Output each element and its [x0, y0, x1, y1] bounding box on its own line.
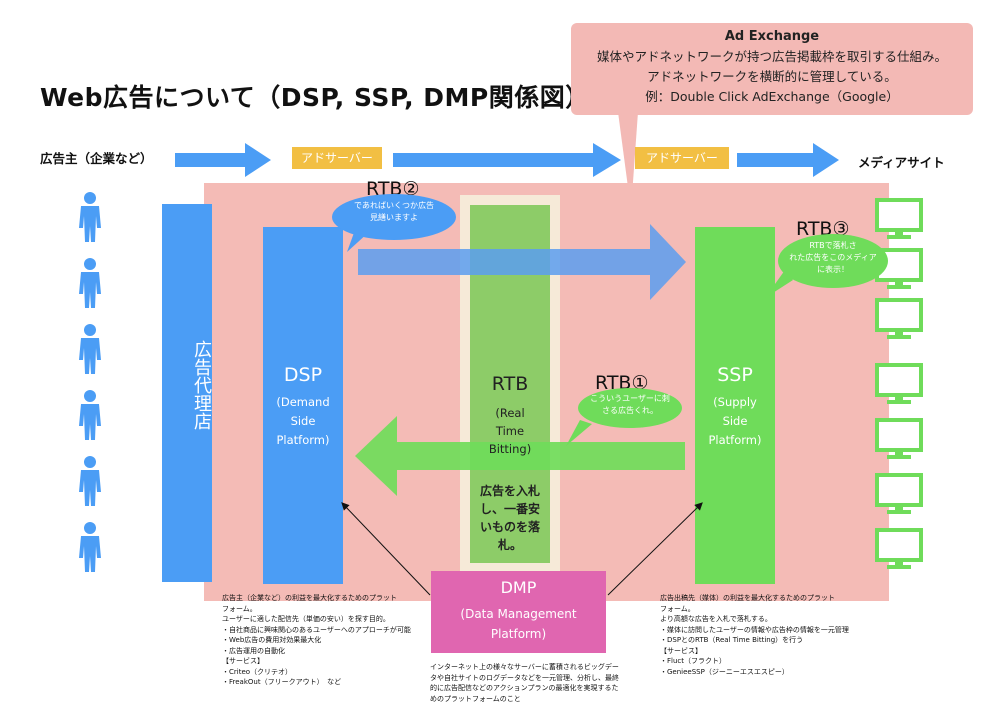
person-icon: [79, 390, 101, 440]
agency-column: [162, 204, 212, 582]
ssp-note-line: ・GenieeSSP（ジーニーエスエスピー）: [660, 667, 789, 676]
rtb2-speech-bubble: であればいくつか広告 見繕いますよ: [332, 194, 456, 240]
dmp-connectors: [341, 502, 703, 596]
dmp-fullname: (Data Management Platform): [431, 604, 606, 644]
advertiser-people-column: [79, 192, 101, 572]
rtb3-bubble-line: RTBで落札さ: [809, 241, 857, 250]
dsp-note-line: ・Web広告の費用対効果最大化: [222, 636, 322, 644]
monitor-icon: [875, 418, 923, 461]
ssp-column: [695, 227, 775, 584]
ssp-notes: 広告出稿先（媒体）の利益を最大化するためのプラット フォーム。 より高額な広告を…: [660, 593, 890, 677]
person-icon: [79, 324, 101, 374]
dmp-note-line: タや自社サイトのログデータなどを一元管理、分析し、最終: [430, 673, 619, 682]
monitor-icon: [875, 298, 923, 341]
ad-exchange-line2: アドネットワークを横断的に管理している。: [647, 69, 897, 84]
rtb1-speech-bubble: こういうユーザーに刺 さる広告くれ。: [578, 388, 682, 428]
person-icon: [79, 192, 101, 242]
rtb3-bubble-line: れた広告をこのメディア: [789, 253, 877, 262]
ssp-fullname: (Supply Side Platform): [690, 393, 780, 450]
dsp-note-line: ・Criteo（クリテオ）: [222, 667, 293, 676]
rtb2-bubble-line: であればいくつか広告: [354, 201, 434, 210]
ssp-fullname-line: Side: [722, 414, 748, 428]
arrow-dsp-to-ssp: [358, 224, 686, 300]
rtb1-bubble-line: こういうユーザーに刺: [590, 394, 670, 403]
ssp-fullname-line: (Supply: [713, 395, 757, 409]
person-icon: [79, 258, 101, 308]
ssp-note-line: ・Fluct（フラクト）: [660, 657, 727, 665]
dsp-name: DSP: [283, 364, 323, 386]
dsp-fullname-line: Platform): [276, 433, 330, 447]
rtb-fullname: (Real Time Bitting): [470, 404, 550, 458]
ssp-name: SSP: [717, 364, 753, 386]
dmp-fullname-line: (Data Management: [460, 607, 577, 621]
person-icon: [79, 456, 101, 506]
rtb3-speech-bubble: RTBで落札さ れた広告をこのメディア に表示！: [778, 234, 888, 288]
dsp-fullname-line: (Demand: [276, 395, 330, 409]
dmp-note-line: 的に広告配信などのアクションプランの最適化を実現するた: [430, 684, 619, 692]
rtb-description-line: いものを落: [479, 520, 540, 534]
dsp-note-line: ・広告運用の自動化: [222, 646, 285, 655]
dsp-note-line: ・自社商品に興味関心のあるユーザーへのアプローチが可能: [222, 625, 411, 634]
ad-exchange-line3: 例：Double Click AdExchange（Google）: [645, 89, 899, 104]
dsp-fullname: (Demand Side Platform): [258, 393, 348, 450]
page-title: Web広告について（DSP, SSP, DMP関係図）: [40, 83, 591, 112]
ssp-note-line: 広告出稿先（媒体）の利益を最大化するためのプラット: [660, 594, 835, 602]
dsp-note-line: 【サービス】: [222, 657, 264, 665]
dsp-notes: 広告主（企業など）の利益を最大化するためのプラット フォーム。 ユーザーに適した…: [222, 593, 432, 688]
rtb-description-line: し、一番安: [479, 502, 540, 516]
ssp-note-line: より高額な広告を入札で落札する。: [660, 615, 772, 623]
media-site-label: メディアサイト: [858, 155, 945, 170]
dmp-to-ssp-line: [607, 502, 703, 596]
rtb1-bubble-line: さる広告くれ。: [601, 406, 659, 415]
monitor-icon: [875, 528, 923, 571]
ad-exchange-line1: 媒体やアドネットワークが持つ広告掲載枠を取引する仕組み。: [596, 49, 947, 64]
rtb-description-line: 広告を入札: [479, 484, 540, 498]
rtb1-bubble-tail: [566, 420, 592, 446]
dsp-fullname-line: Side: [290, 414, 316, 428]
rtb2-bubble-line: 見繕いますよ: [370, 213, 418, 222]
ssp-note-line: ・媒体に訪問したユーザーの情報や広告枠の情報を一元管理: [660, 625, 849, 634]
rtb3-bubble-line: に表示！: [817, 265, 849, 274]
advertiser-label: 広告主（企業など）: [40, 151, 153, 166]
ssp-note-line: ・DSPとのRTB（Real Time Bitting）を行う: [660, 636, 804, 644]
dsp-note-line: 広告主（企業など）の利益を最大化するためのプラット: [222, 594, 397, 602]
dsp-note-line: フォーム。: [222, 604, 257, 613]
arrow-advertiser-to-adserver: [175, 143, 271, 177]
monitor-icon: [875, 198, 923, 241]
ssp-fullname-line: Platform): [708, 433, 762, 447]
ad-exchange-callout: Ad Exchange 媒体やアドネットワークが持つ広告掲載枠を取引する仕組み。…: [571, 23, 973, 115]
dmp-note-line: めのプラットフォームのこと: [430, 694, 521, 703]
rtb-fullname-line: Time: [495, 424, 525, 438]
dmp-name: DMP: [500, 578, 537, 597]
dsp-column: [263, 227, 343, 584]
rtb-description-line: 札。: [497, 538, 522, 552]
rtb-fullname-line: Bitting): [488, 442, 532, 456]
monitor-icon: [875, 473, 923, 516]
arrow-ssp-to-dsp: [355, 416, 685, 496]
dsp-note-line: ・FreakOut（フリークアウト） など: [222, 678, 342, 686]
adserver-box-2: アドサーバー: [635, 147, 729, 169]
ad-exchange-title: Ad Exchange: [724, 29, 820, 44]
dmp-notes: インターネット上の様々なサーバーに蓄積されるビッグデー タや自社サイトのログデー…: [430, 662, 640, 704]
rtb2-bubble-tail: [347, 230, 369, 252]
dmp-to-dsp-line: [341, 502, 431, 596]
ad-exchange-pointer: [618, 112, 638, 210]
ssp-note-line: 【サービス】: [660, 646, 702, 655]
monitor-icon: [875, 363, 923, 406]
adserver-box-1: アドサーバー: [292, 147, 382, 169]
arrow-adserver-to-media: [737, 143, 839, 177]
rtb-name: RTB: [491, 373, 529, 395]
ssp-note-line: フォーム。: [660, 604, 695, 613]
dsp-note-line: ユーザーに適した配信先（単価の安い）を探す目的。: [222, 615, 390, 623]
arrow-adserver-to-adserver: [393, 143, 621, 177]
rtb3-bubble-tail: [765, 270, 793, 298]
rtb-description: 広告を入札 し、一番安 いものを落 札。: [470, 482, 550, 554]
dmp-fullname-line: Platform): [490, 627, 547, 641]
person-icon: [79, 522, 101, 572]
dmp-box: [431, 571, 606, 653]
agency-label: 広告代理店: [191, 340, 212, 430]
dmp-note-line: インターネット上の様々なサーバーに蓄積されるビッグデー: [430, 663, 619, 671]
rtb-fullname-line: (Real: [495, 406, 525, 420]
